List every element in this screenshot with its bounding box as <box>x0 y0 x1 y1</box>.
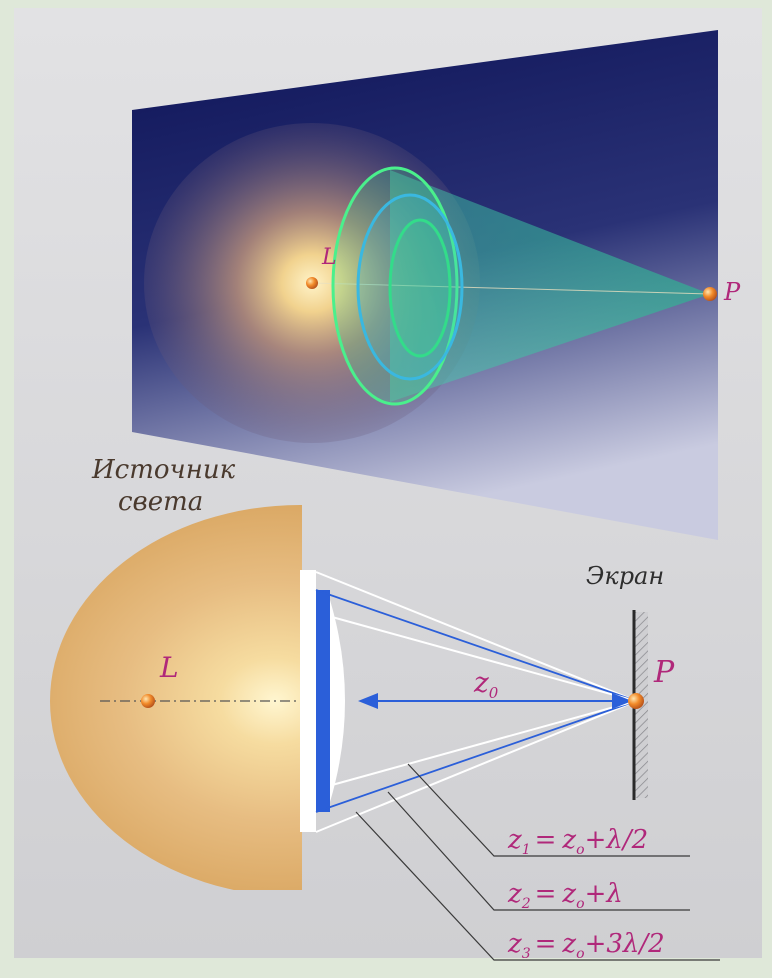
cross-section-view: z0 L P Экран Источник света z1=zo+λ/2 z2… <box>50 455 720 962</box>
source-title-line2: света <box>118 487 203 517</box>
zone-2-formula: z2=zo+λ <box>507 879 623 912</box>
fresnel-zone-3-ring <box>331 166 459 406</box>
wavefront-blue-zone <box>316 590 330 812</box>
perspective-view: L P <box>132 30 741 540</box>
bottom-observation-point <box>628 693 644 709</box>
fresnel-cone <box>390 170 710 402</box>
fresnel-zone-1-ring <box>388 218 452 358</box>
zone-1-formula: z1=zo+λ/2 <box>507 825 648 858</box>
top-observation-point <box>703 287 717 301</box>
bottom-source-point <box>141 694 155 708</box>
bottom-source-label: L <box>159 651 179 684</box>
wavefront-curve <box>330 600 345 802</box>
wavefront-plane <box>300 570 316 832</box>
screen-label: Экран <box>586 562 664 590</box>
top-point-label: P <box>723 278 741 306</box>
top-source-label: L <box>321 245 337 270</box>
top-source-point <box>306 277 318 289</box>
source-glow-region <box>50 505 302 890</box>
zone-3-formula: z3=zo+3λ/2 <box>507 929 665 962</box>
bottom-point-label: P <box>653 655 675 690</box>
zone-leader-lines <box>355 763 720 961</box>
zone-rays <box>315 571 637 833</box>
fresnel-zone-2-ring <box>356 193 464 381</box>
z0-label: z0 <box>473 666 499 702</box>
source-title-line1: Источник <box>91 455 236 485</box>
